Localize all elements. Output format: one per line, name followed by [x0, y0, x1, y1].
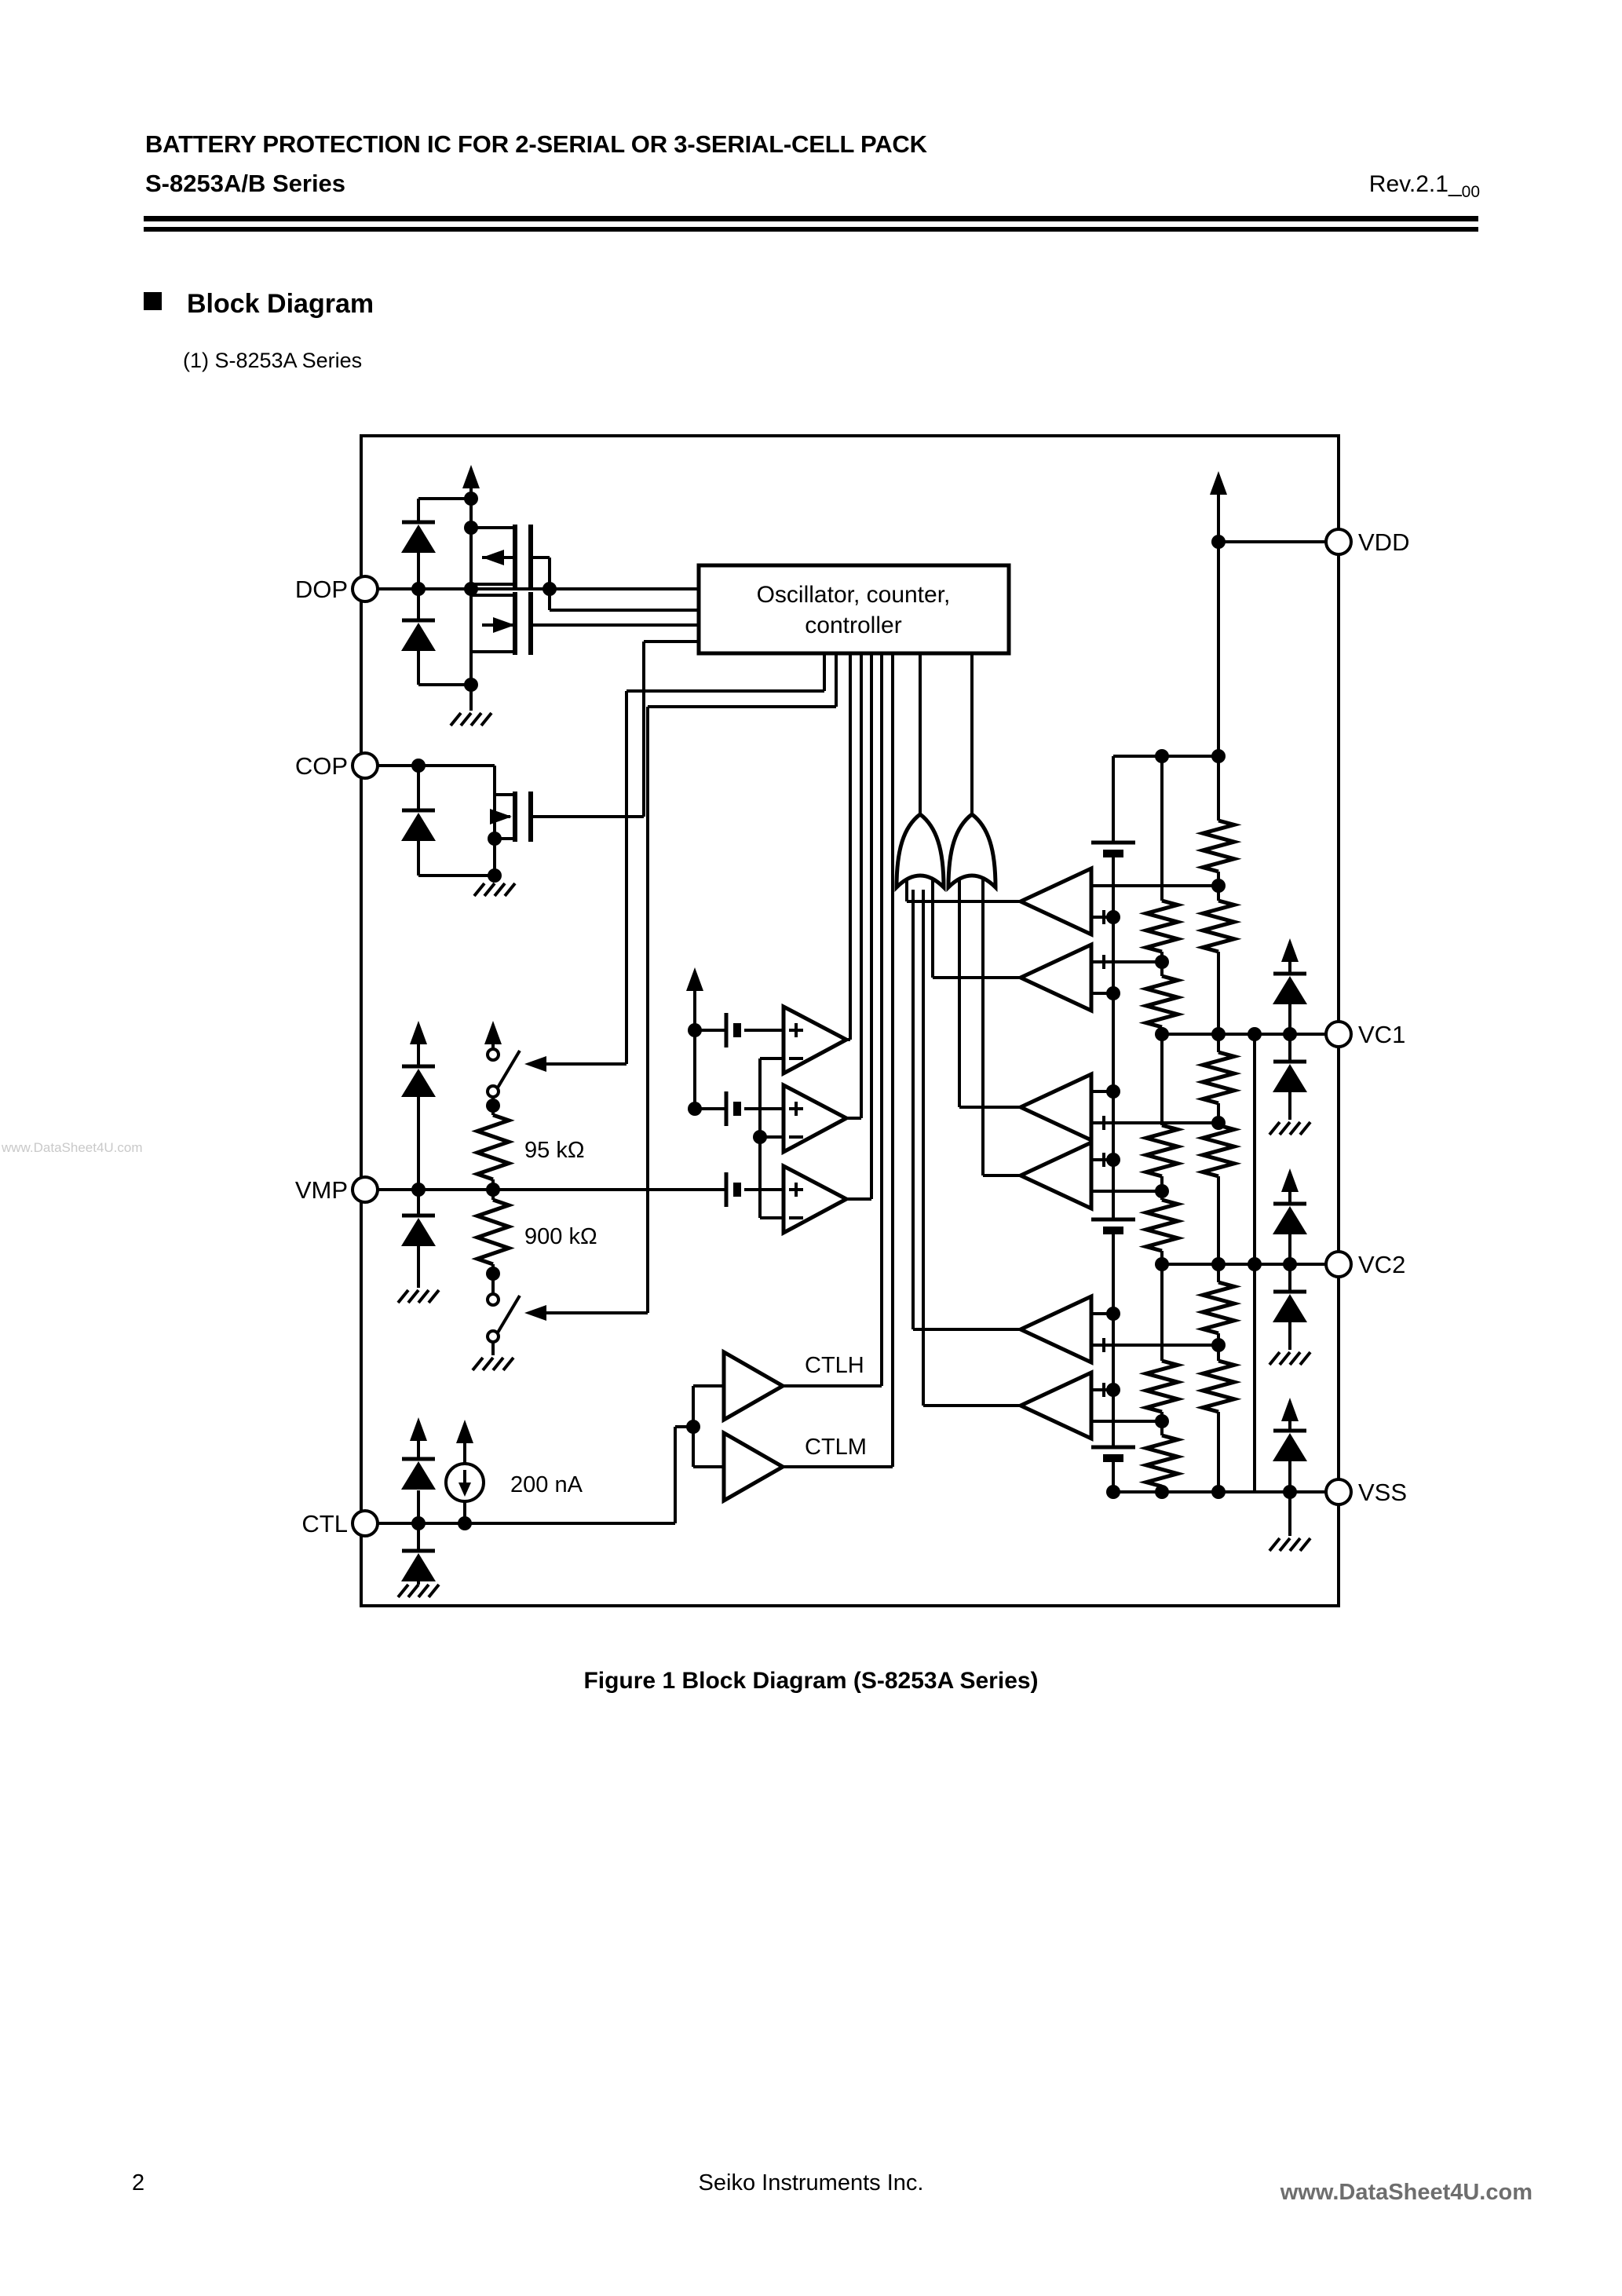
- footer-website: www.DataSheet4U.com: [1280, 2180, 1532, 2205]
- revision-main: Rev.2.1_: [1368, 171, 1462, 197]
- header-rule-top: [144, 216, 1478, 221]
- section-bullet-icon: [144, 292, 162, 310]
- footer-company: Seiko Instruments Inc.: [698, 2170, 924, 2195]
- pin-label-cop: COP: [295, 752, 348, 780]
- pin-label-dop: DOP: [295, 576, 348, 603]
- ctlh-label: CTLH: [805, 1353, 864, 1378]
- resistor-900k-label: 900 kΩ: [524, 1224, 597, 1249]
- pin-label-vss: VSS: [1358, 1479, 1407, 1506]
- watermark-text: www.DataSheet4U.com: [2, 1140, 143, 1155]
- oscillator-box-label-line1: Oscillator, counter,: [757, 582, 951, 608]
- header-rule-bottom: [144, 227, 1478, 232]
- circuit-labels: DOP COP VMP CTL VDD VC1 VC2 VSS Oscillat…: [295, 528, 1410, 1537]
- series-title: S-8253A/B Series: [145, 170, 346, 197]
- pin-label-vmp: VMP: [295, 1176, 348, 1204]
- circuit-graphics: [351, 434, 1353, 1607]
- revision-label: Rev.2.1_00: [1369, 171, 1480, 202]
- ctlm-label: CTLM: [805, 1435, 867, 1460]
- current-source-label: 200 nA: [510, 1472, 583, 1497]
- section-subheading: (1) S-8253A Series: [183, 349, 363, 372]
- doc-title: BATTERY PROTECTION IC FOR 2-SERIAL OR 3-…: [145, 130, 927, 158]
- oscillator-box-label-line2: controller: [805, 612, 901, 638]
- pin-label-vc1: VC1: [1358, 1021, 1405, 1048]
- page-number: 2: [132, 2170, 145, 2195]
- pin-label-vc2: VC2: [1358, 1251, 1405, 1278]
- pin-label-vdd: VDD: [1358, 528, 1409, 556]
- resistor-95k-label: 95 kΩ: [524, 1138, 585, 1163]
- pin-label-ctl: CTL: [301, 1510, 348, 1537]
- revision-sub: 00: [1461, 183, 1480, 201]
- figure-caption: Figure 1 Block Diagram (S-8253A Series): [583, 1668, 1039, 1694]
- section-heading: Block Diagram: [187, 289, 374, 319]
